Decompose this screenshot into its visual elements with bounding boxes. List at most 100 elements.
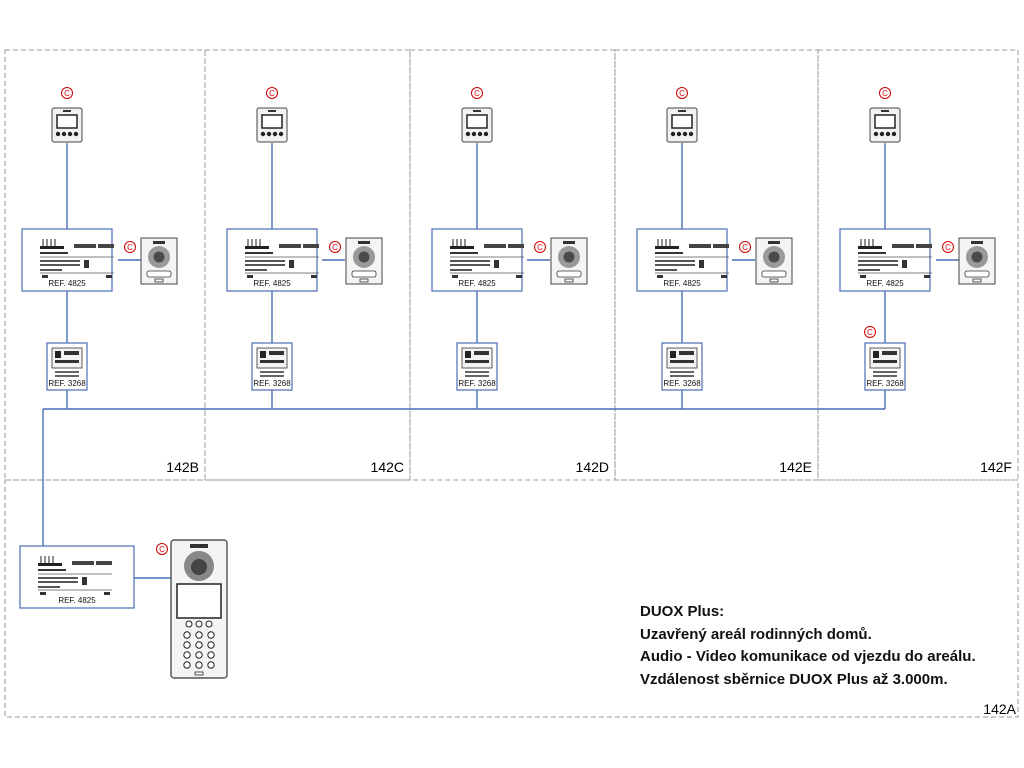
panel-top (563, 241, 575, 244)
distributor-line (260, 371, 284, 373)
zone-label: 142D (576, 459, 609, 475)
distributor-block (873, 360, 897, 363)
supply-ref-label: REF. 4825 (866, 279, 904, 288)
copyright-marker-icon: C (676, 87, 688, 99)
bus-wiring (42, 143, 959, 579)
panel-tag (154, 278, 164, 283)
label-line (245, 252, 273, 254)
panel-camera (971, 251, 983, 263)
distributor-ref-label: REF. 3268 (48, 379, 86, 388)
label-mark (721, 275, 727, 278)
label-line (245, 264, 285, 266)
supply-ref-label: REF. 4825 (253, 279, 291, 288)
monitor-screen (261, 114, 283, 129)
copyright-marker-icon: C (864, 326, 876, 338)
terminal-block (655, 246, 679, 249)
entrance-top (190, 544, 208, 548)
description-note: DUOX Plus: Uzavřený areál rodinných domů… (640, 601, 1010, 691)
monitor-button (688, 131, 694, 137)
monitor-button (477, 131, 483, 137)
marker-circle (471, 87, 483, 99)
label-line (858, 269, 880, 271)
label-mark (42, 275, 48, 278)
distributor-line (873, 375, 897, 377)
monitor-button (891, 131, 897, 137)
distributor-3268: REF. 3268 (46, 342, 88, 391)
marker-letter: C (867, 328, 873, 337)
distributor-3268: REF. 3268 (251, 342, 293, 391)
entrance-camera (191, 559, 207, 575)
monitor-icon (869, 107, 901, 143)
monitor-icon (666, 107, 698, 143)
marker-letter: C (945, 243, 951, 252)
distributor-ref-label: REF. 3268 (458, 379, 496, 388)
monitor-button (471, 131, 477, 137)
distributor-ref-label: REF. 3268 (253, 379, 291, 388)
power-supply-4825: REF. 4825 (226, 228, 319, 292)
panel-button (351, 270, 377, 278)
zone-label: 142B (166, 459, 199, 475)
distributor-block (465, 360, 489, 363)
label-line (245, 269, 267, 271)
marker-letter: C (332, 243, 338, 252)
power-supply-4825: REF. 4825 (21, 228, 114, 292)
power-supply-4825: REF. 4825 (19, 545, 135, 609)
monitor-button (682, 131, 688, 137)
terminal-block (508, 244, 524, 248)
keypad-key (207, 651, 215, 659)
marker-letter: C (742, 243, 748, 252)
marker-circle (124, 241, 136, 253)
terminal-block (713, 244, 729, 248)
monitor-screen (671, 114, 693, 129)
panel-camera (153, 251, 165, 263)
entrance-screen (176, 583, 222, 619)
marker-letter: C (269, 89, 275, 98)
zone-label: 142F (980, 459, 1012, 475)
power-supply-4825: REF. 4825 (431, 228, 524, 292)
copyright-marker-icon: C (471, 87, 483, 99)
label-mark (40, 592, 46, 595)
distributor-3268: REF. 3268 (456, 342, 498, 391)
keypad-key (195, 631, 203, 639)
marker-circle (61, 87, 73, 99)
distributor-block (269, 351, 284, 355)
terminal-block (450, 246, 474, 249)
terminal-block (892, 244, 914, 248)
label-mark (104, 592, 110, 595)
distributor-3268: REF. 3268 (661, 342, 703, 391)
keypad-key (183, 631, 191, 639)
power-supply-4825: REF. 4825 (636, 228, 729, 292)
house-142C: C REF. 4825 C REF. 3268 (226, 87, 383, 391)
distributor-block (260, 351, 266, 358)
panel-camera (358, 251, 370, 263)
marker-letter: C (64, 89, 70, 98)
marker-circle (329, 241, 341, 253)
distributor-block (260, 360, 284, 363)
label-mark (106, 275, 112, 278)
label-arrow (84, 260, 89, 268)
door-panel-icon (140, 237, 178, 285)
copyright-marker-icon: C (879, 87, 891, 99)
monitor-screen (466, 114, 488, 129)
distributor-block (55, 351, 61, 358)
keypad-key (207, 661, 215, 669)
keypad-key (207, 631, 215, 639)
label-line (245, 260, 285, 262)
distributor-block (474, 351, 489, 355)
label-arrow (902, 260, 907, 268)
keypad-key (183, 651, 191, 659)
terminal-block (303, 244, 319, 248)
label-line (450, 260, 490, 262)
label-line (655, 260, 695, 262)
terminal-block (916, 244, 932, 248)
terminal-block (74, 244, 96, 248)
panel-tag (564, 278, 574, 283)
monitor-top (881, 110, 889, 112)
monitor-top (63, 110, 71, 112)
label-mark (924, 275, 930, 278)
panel-top (768, 241, 780, 244)
entrance-nav-button (195, 620, 203, 628)
marker-letter: C (127, 243, 133, 252)
